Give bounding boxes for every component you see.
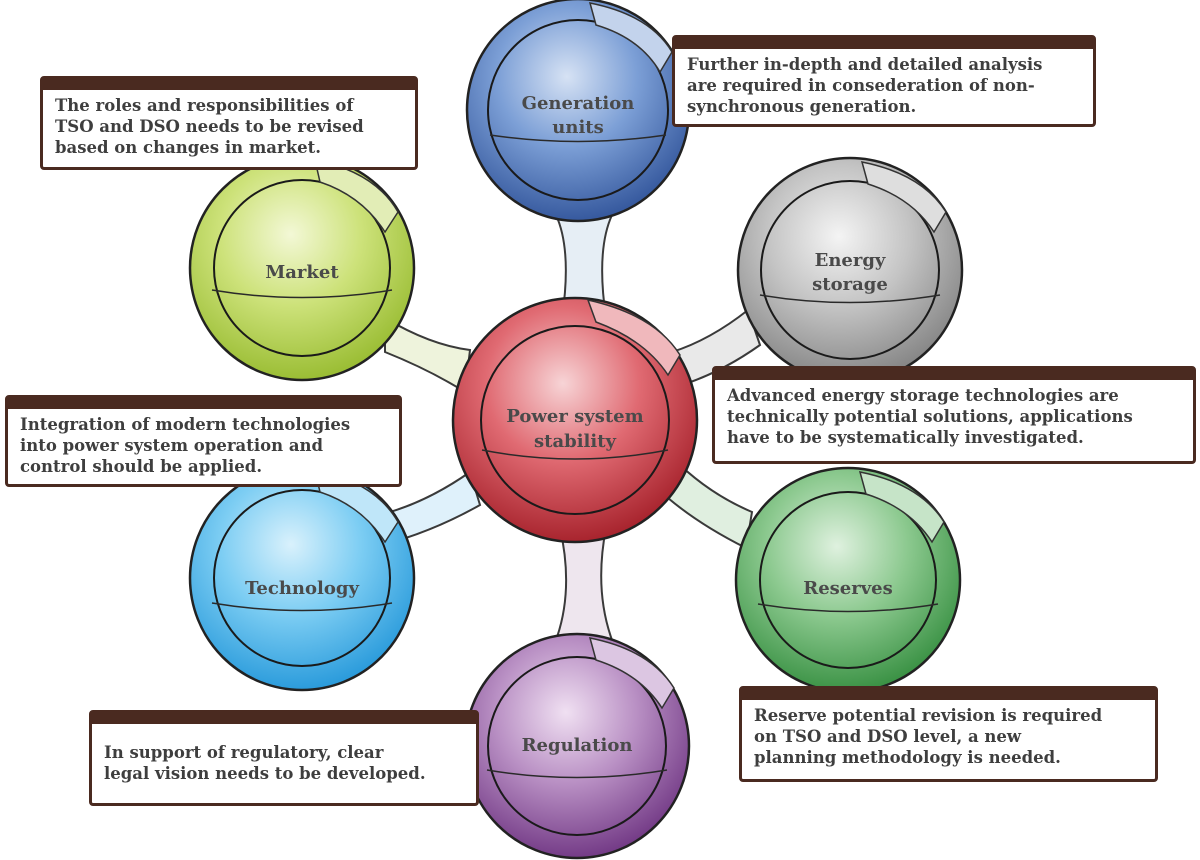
node-label-storage-line1: Energy <box>815 250 886 271</box>
callout-generation-line3: synchronous generation. <box>687 97 917 116</box>
callout-generation: Further in-depth and detailed analysis a… <box>672 35 1096 127</box>
callout-reserves-line1: Reserve potential revision is required <box>754 706 1103 725</box>
callout-reserves-line3: planning methodology is needed. <box>754 748 1061 767</box>
node-energy-storage: Energy storage <box>736 156 964 384</box>
connectors <box>380 214 762 641</box>
callout-regulation-line2: legal vision needs to be developed. <box>104 764 426 783</box>
node-market: Market <box>188 154 416 382</box>
connector-storage <box>670 308 762 387</box>
node-reserves: Reserves <box>734 466 962 694</box>
node-label-generation-line2: units <box>552 117 603 138</box>
callout-storage-line2: technically potential solutions, applica… <box>727 407 1133 426</box>
node-generation-units: Generation units <box>465 0 691 223</box>
callout-generation-line1: Further in-depth and detailed analysis <box>687 55 1043 74</box>
node-label-storage-line2: storage <box>812 274 888 295</box>
callout-storage-line1: Advanced energy storage technologies are <box>727 386 1119 405</box>
callout-market: The roles and responsibilities of TSO an… <box>40 76 418 170</box>
node-label-regulation: Regulation <box>522 735 633 756</box>
center-label-line1: Power system <box>506 406 643 427</box>
center-label-line2: stability <box>534 431 617 452</box>
callout-regulation: In support of regulatory, clear legal vi… <box>89 710 479 806</box>
callout-technology-line2: into power system operation and <box>20 436 324 455</box>
connector-regulation <box>554 527 614 641</box>
connector-market <box>384 316 472 394</box>
callout-reserves-line2: on TSO and DSO level, a new <box>754 727 1022 746</box>
callout-technology-line3: control should be applied. <box>20 457 263 476</box>
callout-market-line1: The roles and responsibilities of <box>55 96 354 115</box>
node-power-system-stability: Power system stability <box>451 296 699 544</box>
node-label-technology: Technology <box>245 578 359 599</box>
callout-technology-line1: Integration of modern technologies <box>20 415 351 434</box>
callout-market-line3: based on changes in market. <box>55 138 321 157</box>
callout-regulation-line1: In support of regulatory, clear <box>104 743 384 762</box>
node-label-market: Market <box>265 262 339 283</box>
callout-reserves: Reserve potential revision is required o… <box>739 686 1158 782</box>
node-technology: Technology <box>188 464 416 692</box>
callout-energy-storage: Advanced energy storage technologies are… <box>712 366 1196 464</box>
node-label-reserves: Reserves <box>803 578 893 599</box>
node-regulation: Regulation <box>463 632 691 860</box>
callout-market-line2: TSO and DSO needs to be revised <box>55 117 364 136</box>
node-label-generation-line1: Generation <box>522 93 635 114</box>
callout-technology: Integration of modern technologies into … <box>5 395 402 487</box>
callout-generation-line2: are required in consederation of non- <box>687 76 1035 95</box>
callout-storage-line3: have to be systematically investigated. <box>727 428 1084 447</box>
